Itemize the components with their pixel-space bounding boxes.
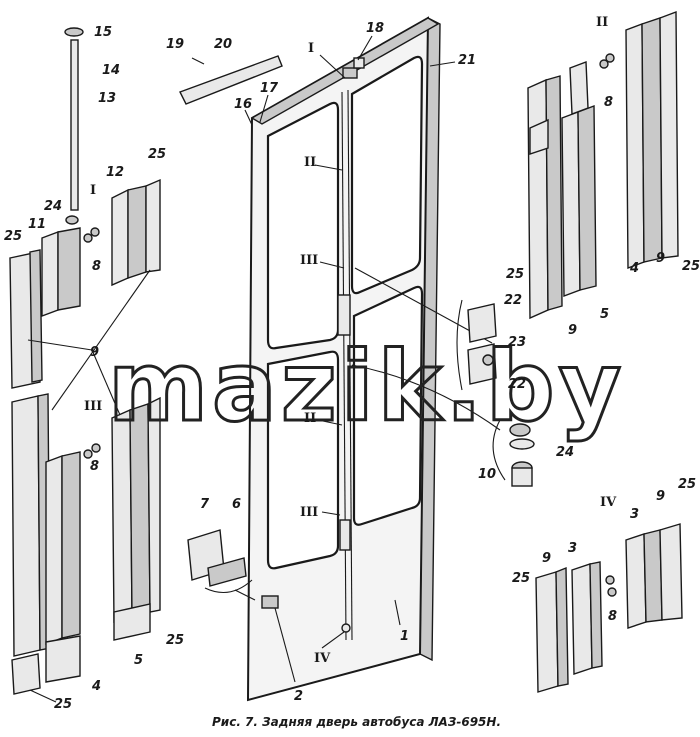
callout-9-b: 9 bbox=[656, 251, 665, 266]
callout-25-a: 25 bbox=[148, 147, 166, 162]
callout-25-e: 25 bbox=[506, 267, 524, 282]
section-II-right: II bbox=[596, 15, 608, 30]
callout-9-a: 9 bbox=[90, 345, 99, 360]
callout-7: 7 bbox=[200, 497, 210, 512]
callout-22-b: 22 bbox=[508, 377, 526, 392]
callout-4-b: 4 bbox=[629, 261, 639, 276]
callout-9-d: 9 bbox=[656, 489, 665, 504]
callout-17: 17 bbox=[260, 81, 279, 96]
callout-8-c: 8 bbox=[604, 95, 613, 110]
callout-9-c: 9 bbox=[568, 323, 577, 338]
callout-14: 14 bbox=[102, 63, 120, 78]
watermark: mazik.by bbox=[108, 331, 625, 443]
callout-8-a: 8 bbox=[92, 259, 101, 274]
callout-3-a: 3 bbox=[630, 507, 639, 522]
section-IV-door: IV bbox=[314, 651, 331, 666]
door-leaders bbox=[244, 35, 456, 683]
section-IV-right: IV bbox=[600, 495, 617, 510]
section-I-door: I bbox=[308, 41, 314, 56]
figure-caption: Рис. 7. Задняя дверь автобуса ЛАЗ-695Н. bbox=[212, 715, 501, 729]
section-III-door-top: III bbox=[300, 253, 318, 268]
callout-labels: 15 14 13 12 25 24 11 8 25 9 8 25 5 4 25 … bbox=[4, 21, 700, 712]
callout-3-b: 3 bbox=[568, 541, 577, 556]
callout-5-b: 5 bbox=[600, 307, 609, 322]
bar-part bbox=[179, 55, 283, 105]
callout-25-d: 25 bbox=[54, 697, 72, 712]
callout-23: 23 bbox=[508, 335, 526, 350]
callout-21: 21 bbox=[458, 53, 476, 68]
callout-11: 11 bbox=[28, 217, 46, 232]
callout-19: 19 bbox=[166, 37, 184, 52]
right-upper-details bbox=[456, 10, 679, 487]
latch-parts bbox=[187, 529, 256, 601]
callout-15: 15 bbox=[94, 25, 112, 40]
callout-18: 18 bbox=[366, 21, 384, 36]
section-II-door-bottom: II bbox=[304, 411, 316, 426]
section-III-left: III bbox=[84, 399, 102, 414]
callout-9-e: 9 bbox=[542, 551, 551, 566]
callout-5-a: 5 bbox=[134, 653, 143, 668]
callout-12: 12 bbox=[106, 165, 124, 180]
callout-25-g: 25 bbox=[678, 477, 696, 492]
right-lower-details bbox=[535, 523, 683, 693]
callout-25-c: 25 bbox=[166, 633, 184, 648]
callout-8-d: 8 bbox=[608, 609, 617, 624]
callout-25-h: 25 bbox=[512, 571, 530, 586]
callout-1: 1 bbox=[400, 629, 409, 644]
left-details bbox=[9, 27, 161, 703]
callout-13: 13 bbox=[98, 91, 116, 106]
section-marks: I II III II III IV I III II IV bbox=[84, 15, 617, 666]
callout-8-b: 8 bbox=[90, 459, 99, 474]
callout-24-a: 24 bbox=[44, 199, 62, 214]
callout-25-b: 25 bbox=[4, 229, 22, 244]
section-III-door-bottom: III bbox=[300, 505, 318, 520]
callout-4-a: 4 bbox=[91, 679, 101, 694]
callout-22-a: 22 bbox=[504, 293, 522, 308]
callout-2: 2 bbox=[294, 689, 303, 704]
callout-16: 16 bbox=[234, 97, 252, 112]
callout-6: 6 bbox=[232, 497, 241, 512]
section-II-door-top: II bbox=[304, 155, 316, 170]
section-I-left: I bbox=[90, 183, 96, 198]
callout-25-f: 25 bbox=[682, 259, 700, 274]
rear-door-assembly bbox=[246, 16, 441, 702]
callout-24-b: 24 bbox=[556, 445, 574, 460]
callout-20: 20 bbox=[214, 37, 232, 52]
detail-leader-lower bbox=[351, 364, 501, 431]
callout-10: 10 bbox=[478, 467, 496, 482]
